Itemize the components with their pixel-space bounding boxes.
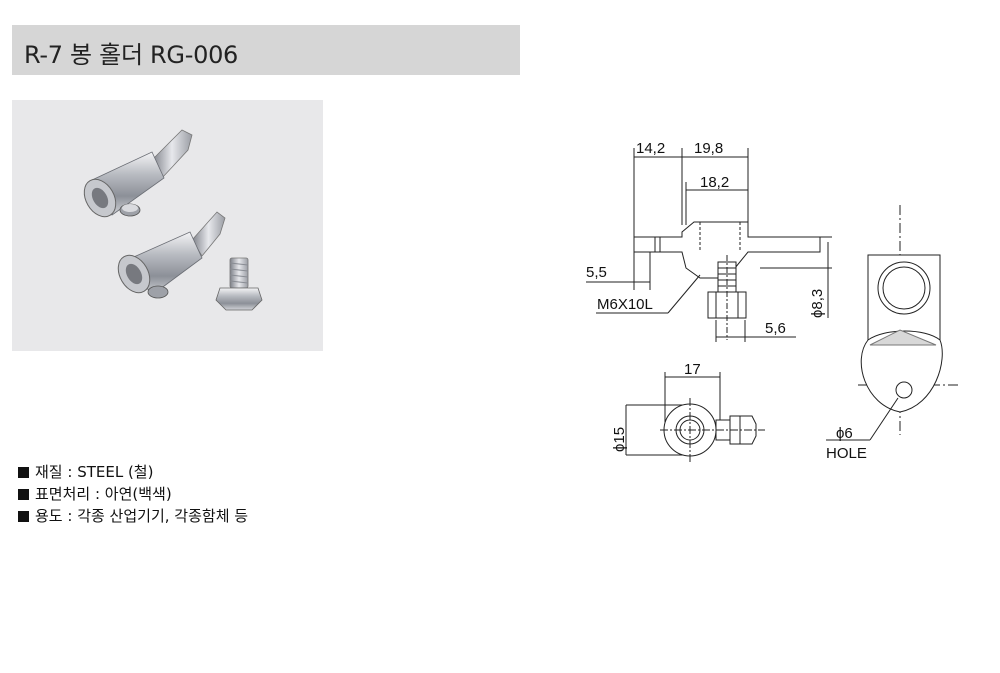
top-view (625, 372, 765, 462)
lower-holder (117, 211, 226, 299)
spec-list: 재질 : STEEL (철) 표면처리 : 아연(백색) 용도 : 각종 산업기… (18, 461, 248, 527)
title-bar: R-7 봉 홀더 RG-006 (12, 25, 520, 75)
upper-holder (83, 129, 193, 218)
technical-drawing: 14,2 19,8 18,2 5,5 M6X10L ϕ8,3 5,6 17 ϕ1… (570, 125, 990, 470)
dim-17: 17 (684, 361, 701, 378)
dim-19-8: 19,8 (694, 140, 723, 157)
dim-5-5: 5,5 (586, 264, 607, 281)
spec-usage-text: 용도 : 각종 산업기기, 각종함체 등 (35, 507, 249, 525)
square-bullet-icon (18, 488, 29, 500)
front-view (826, 205, 958, 441)
spec-material: 재질 : STEEL (철) (18, 461, 248, 483)
product-photo (12, 100, 323, 351)
dim-15: ϕ15 (611, 427, 628, 452)
thread-spec: M6X10L (597, 296, 653, 313)
dim-18-2: 18,2 (700, 174, 729, 191)
square-bullet-icon (18, 510, 29, 522)
dim-8-3: ϕ8,3 (809, 289, 826, 318)
dim-6: ϕ6 (836, 425, 853, 442)
spec-material-text: 재질 : STEEL (철) (35, 463, 154, 481)
spec-finish: 표면처리 : 아연(백색) (18, 483, 248, 505)
spec-usage: 용도 : 각종 산업기기, 각종함체 등 (18, 505, 248, 527)
hole-label: HOLE (826, 445, 867, 462)
dim-14-2: 14,2 (636, 140, 665, 157)
screw (215, 257, 263, 311)
square-bullet-icon (18, 466, 29, 478)
page-title: R-7 봉 홀더 RG-006 (24, 41, 239, 69)
dim-5-6: 5,6 (765, 320, 786, 337)
spec-finish-text: 표면처리 : 아연(백색) (35, 485, 172, 503)
side-view (586, 148, 832, 342)
